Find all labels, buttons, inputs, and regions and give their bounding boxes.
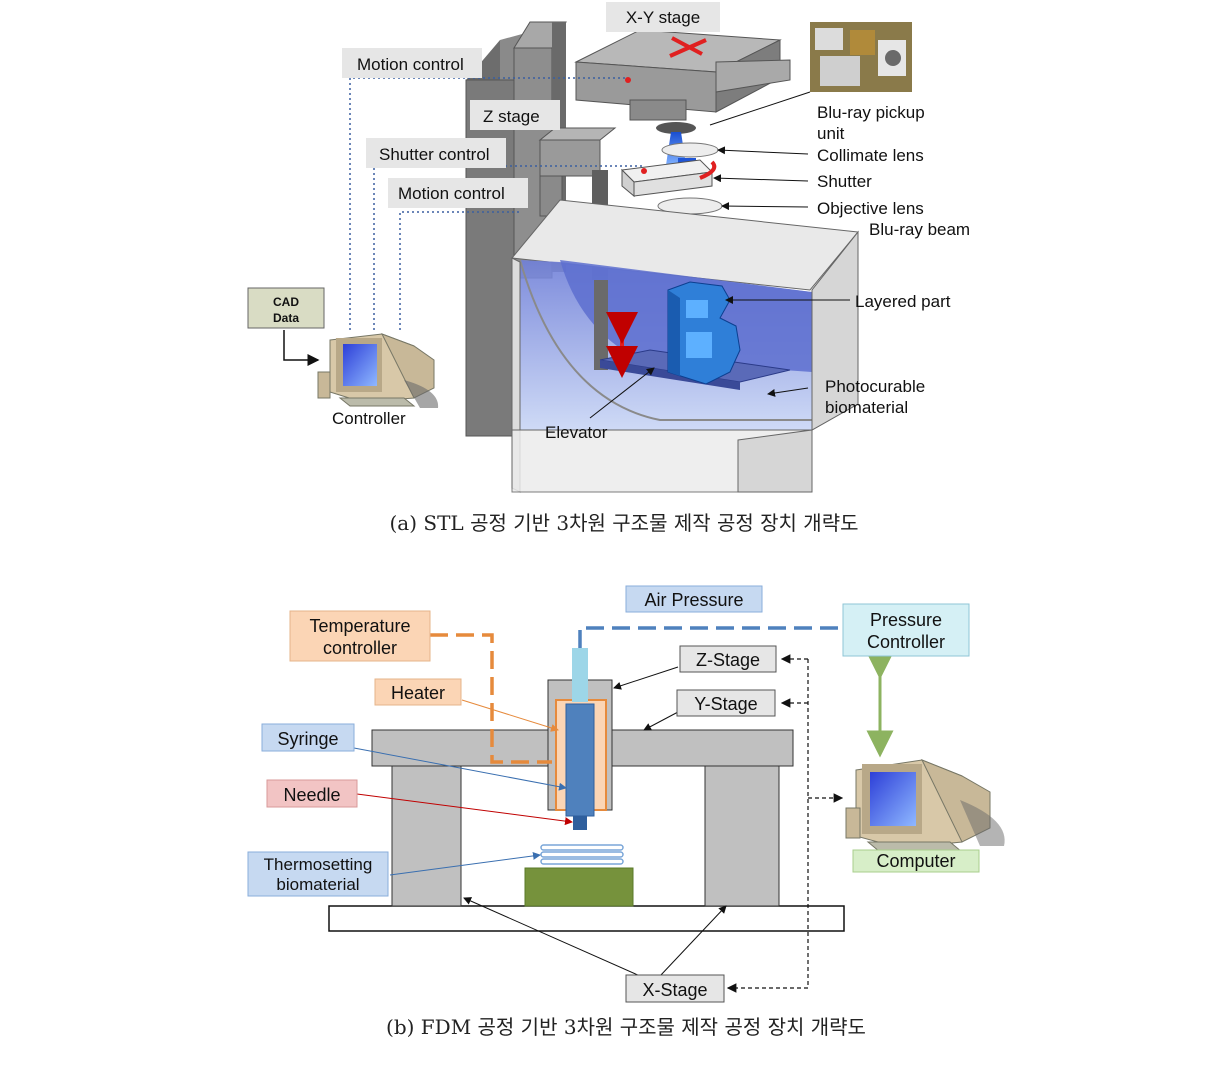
controller-label: Controller bbox=[332, 409, 406, 428]
bluray-pickup-label-1: Blu-ray pickup bbox=[817, 103, 925, 122]
needle-tip bbox=[573, 816, 587, 830]
gray-labels: X-Y stage Motion control Z stage Shutter… bbox=[342, 2, 720, 208]
temperature-controller-label-2: controller bbox=[323, 638, 397, 658]
syringe-label: Syringe bbox=[277, 729, 338, 749]
optics-column bbox=[620, 132, 723, 282]
air-pressure-line bbox=[578, 626, 840, 648]
cad-data-label-1: CAD bbox=[273, 295, 299, 309]
leader-lines-b bbox=[353, 666, 727, 977]
shutter-control-label: Shutter control bbox=[379, 145, 490, 164]
caption-a: (a) STL 공정 기반 3차원 구조물 제작 공정 장치 개략도 bbox=[390, 511, 859, 535]
caption-b: (b) FDM 공정 기반 3차원 구조물 제작 공정 장치 개략도 bbox=[386, 1015, 866, 1039]
elevator-label: Elevator bbox=[545, 423, 608, 442]
computer-icon bbox=[845, 759, 1005, 853]
shutter-label: Shutter bbox=[817, 172, 872, 191]
computer-label: Computer bbox=[876, 851, 955, 871]
x-stage-label: X-Stage bbox=[642, 980, 707, 1000]
objective-lens-label: Objective lens bbox=[817, 199, 924, 218]
leader-lines-a bbox=[589, 91, 850, 419]
layered-part bbox=[667, 281, 741, 385]
stage-control-lines bbox=[726, 654, 844, 993]
z-stage-label: Z stage bbox=[483, 107, 540, 126]
cad-data-box: CAD Data bbox=[247, 287, 325, 366]
layered-part-label: Layered part bbox=[855, 292, 951, 311]
right-leg bbox=[704, 765, 780, 907]
left-leg bbox=[391, 765, 462, 907]
temperature-line bbox=[430, 633, 552, 764]
photocurable-label-1: Photocurable bbox=[825, 377, 925, 396]
xy-motion-arrows bbox=[669, 36, 707, 58]
figure-b: Air Pressure Pressure Controller Tempera… bbox=[247, 585, 1005, 1039]
air-inlet-tube bbox=[572, 648, 588, 702]
thermosetting-label-1: Thermosetting bbox=[264, 855, 373, 874]
base-plate bbox=[328, 905, 845, 932]
xy-stage-block bbox=[574, 29, 791, 134]
z-stage-label-b: Z-Stage bbox=[696, 650, 760, 670]
motion-control-top-label: Motion control bbox=[357, 55, 464, 74]
pressure-controller-label-1: Pressure bbox=[870, 610, 942, 630]
thermosetting-label-2: biomaterial bbox=[276, 875, 359, 894]
syringe-barrel bbox=[565, 703, 595, 817]
collimate-lens-label: Collimate lens bbox=[817, 146, 924, 165]
xy-stage-label-bg bbox=[606, 2, 720, 32]
printed-layers bbox=[540, 844, 624, 865]
bluray-pickup-label-2: unit bbox=[817, 124, 845, 143]
xy-stage-label: X-Y stage bbox=[626, 8, 700, 27]
bluray-beam-label: Blu-ray beam bbox=[869, 220, 970, 239]
motion-control-mid-label: Motion control bbox=[398, 184, 505, 203]
build-plate bbox=[524, 867, 634, 907]
needle-label: Needle bbox=[283, 785, 340, 805]
figure-a: CAD Data X-Y stage Motion control Z stag… bbox=[247, 2, 970, 535]
photocurable-label-2: biomaterial bbox=[825, 398, 908, 417]
cad-data-label-2: Data bbox=[273, 311, 299, 325]
bluray-pickup-photo bbox=[810, 22, 912, 92]
y-stage-label: Y-Stage bbox=[694, 694, 757, 714]
controller-computer-icon bbox=[317, 333, 439, 408]
air-pressure-label: Air Pressure bbox=[644, 590, 743, 610]
pressure-controller-label-2: Controller bbox=[867, 632, 945, 652]
temperature-controller-label-1: Temperature bbox=[309, 616, 410, 636]
heater-label: Heater bbox=[391, 683, 445, 703]
